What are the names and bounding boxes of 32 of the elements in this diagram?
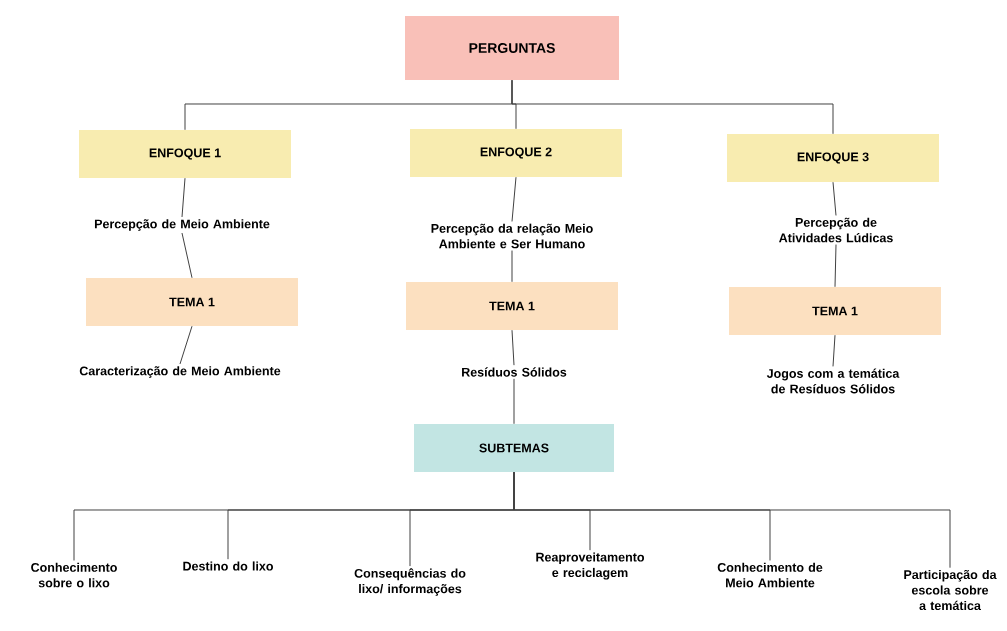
topic-text: Participação da escola sobre a temática bbox=[904, 569, 997, 611]
topic-text: Destino do lixo bbox=[183, 561, 273, 571]
connector-line bbox=[832, 181, 837, 216]
connector-line bbox=[513, 378, 515, 425]
topic-text: Conhecimento de Meio Ambiente bbox=[717, 562, 823, 588]
topic-text: Consequências do lixo/ informações bbox=[354, 568, 466, 596]
connector-line bbox=[181, 232, 193, 279]
heading-box: TEMA 1 bbox=[86, 278, 298, 326]
topic-text: Reaproveitamento e reciclagem bbox=[536, 552, 645, 580]
heading-box: ENFOQUE 1 bbox=[79, 130, 291, 178]
heading-box: PERGUNTAS bbox=[405, 16, 619, 80]
topic-text: Percepção de Atividades Lúdicas bbox=[779, 217, 893, 243]
heading-box: ENFOQUE 3 bbox=[727, 134, 939, 182]
topic-text: Resíduos Sólidos bbox=[462, 367, 567, 377]
topic-text: Caracterização de Meio Ambiente bbox=[79, 366, 281, 378]
connector-line bbox=[511, 176, 517, 222]
heading-box: TEMA 1 bbox=[406, 282, 618, 330]
connector-line bbox=[181, 177, 186, 218]
connector-line bbox=[179, 325, 193, 365]
connector-line bbox=[511, 329, 515, 366]
connector-line bbox=[834, 244, 837, 288]
connector-line bbox=[511, 79, 834, 135]
connector-line bbox=[511, 250, 513, 283]
connector-line bbox=[832, 334, 836, 367]
connector-line bbox=[513, 471, 951, 569]
topic-text: Percepção de Meio Ambiente bbox=[94, 219, 270, 231]
heading-box: ENFOQUE 2 bbox=[410, 129, 622, 177]
heading-box: TEMA 1 bbox=[729, 287, 941, 335]
topic-text: Conhecimento sobre o lixo bbox=[31, 562, 117, 588]
topic-text: Percepção da relação Meio Ambiente e Ser Humano bbox=[431, 223, 593, 249]
heading-box: SUBTEMAS bbox=[414, 424, 614, 472]
topic-text: Jogos com a temática de Resíduos Sólidos bbox=[766, 368, 900, 394]
